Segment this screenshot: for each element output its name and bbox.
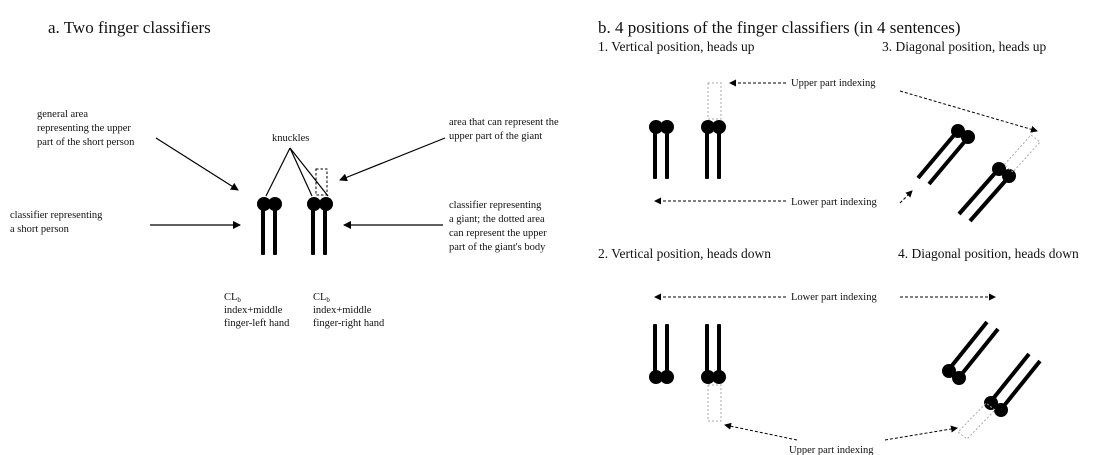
- svg-text:CLb: CLb: [224, 292, 241, 304]
- upper-part-indexing-top: Upper part indexing: [791, 78, 876, 89]
- svg-text:index+middle: index+middle: [313, 305, 372, 316]
- label-short-person: classifier representing a short person: [10, 210, 105, 235]
- panel-b-title: b. 4 positions of the finger classifiers…: [598, 18, 961, 37]
- position-3-heading: 3. Diagonal position, heads up: [882, 39, 1046, 54]
- position-3-classifiers: [916, 124, 1016, 223]
- dotted-upper-area-1: [707, 82, 722, 120]
- position-4-heading: 4. Diagonal position, heads down: [898, 246, 1079, 261]
- dotted-upper-area-a: [315, 168, 328, 196]
- label-giant: classifier representing a giant; the dot…: [449, 200, 549, 253]
- classifier-left-hand: [257, 197, 282, 255]
- panel-a-title: a. Two finger classifiers: [48, 18, 211, 37]
- panel-b-arrows: [654, 79, 1038, 441]
- dotted-upper-area-2: [707, 384, 722, 422]
- label-area-giant: area that can represent the upper part o…: [449, 117, 561, 142]
- svg-text:index+middle: index+middle: [224, 305, 283, 316]
- svg-text:finger-left hand: finger-left hand: [224, 318, 290, 329]
- label-general-area: general area representing the upper part…: [37, 109, 135, 148]
- position-2-classifiers: [649, 324, 726, 384]
- position-1-classifiers: [649, 120, 726, 179]
- dotted-upper-area-4: [957, 402, 996, 440]
- lower-part-indexing-bottom: Lower part indexing: [791, 292, 877, 303]
- classifier-right-hand: [307, 197, 333, 255]
- lower-part-indexing-top: Lower part indexing: [791, 197, 877, 208]
- cl-left-label: CLb index+middle finger-left hand: [224, 292, 290, 329]
- label-knuckles: knuckles: [272, 133, 309, 144]
- panel-a-arrows: [150, 137, 446, 229]
- position-2-heading: 2. Vertical position, heads down: [598, 246, 771, 261]
- svg-text:CLb: CLb: [313, 292, 330, 304]
- position-1-heading: 1. Vertical position, heads up: [598, 39, 755, 54]
- upper-part-indexing-bottom: Upper part indexing: [789, 445, 874, 455]
- position-4-classifiers: [942, 320, 1042, 417]
- svg-text:finger-right hand: finger-right hand: [313, 318, 385, 329]
- dotted-upper-area-3: [1003, 134, 1041, 173]
- cl-right-label: CLb index+middle finger-right hand: [313, 292, 385, 329]
